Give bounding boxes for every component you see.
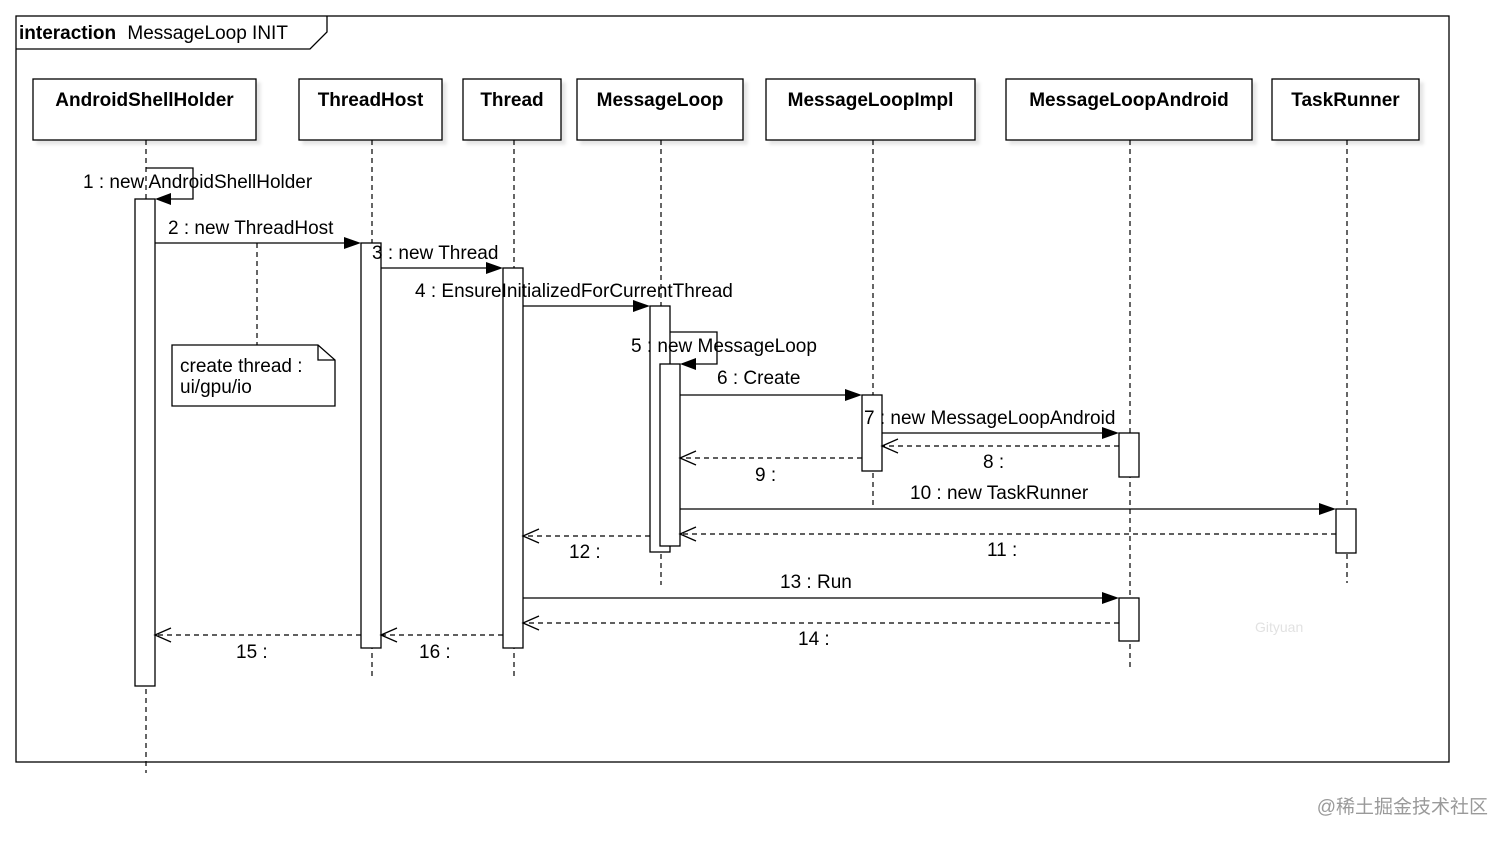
message-label: 4 : EnsureInitializedForCurrentThread bbox=[415, 281, 733, 302]
lifeline-title-taskrunner: TaskRunner bbox=[1291, 90, 1400, 111]
message-label: 1 : new AndroidShellHolder bbox=[83, 172, 313, 193]
message-label: 15 : bbox=[236, 642, 268, 663]
message-1[interactable]: 1 : new AndroidShellHolder bbox=[83, 167, 313, 205]
arrowhead-filled bbox=[155, 193, 171, 205]
arrowhead-open bbox=[678, 450, 697, 466]
frame-header: interaction MessageLoop INIT bbox=[19, 23, 288, 44]
message-9[interactable]: 9 : bbox=[678, 450, 862, 486]
arrowhead-open bbox=[880, 438, 899, 454]
message-label: 13 : Run bbox=[780, 572, 852, 593]
lifeline-box-taskrunner[interactable] bbox=[1271, 78, 1420, 141]
message-label: 16 : bbox=[419, 642, 451, 663]
note: create thread : ui/gpu/io bbox=[171, 344, 336, 407]
activation-bars bbox=[134, 198, 1357, 687]
arrowhead-open bbox=[521, 615, 540, 631]
message-label: 9 : bbox=[755, 465, 776, 486]
interaction-frame bbox=[15, 15, 1450, 763]
message-3[interactable]: 3 : new Thread bbox=[372, 243, 503, 274]
arrowhead-open bbox=[379, 627, 398, 643]
message-6[interactable]: 6 : Create bbox=[680, 368, 862, 401]
lifeline-box-thread[interactable] bbox=[462, 78, 562, 141]
lifeline-box-messageloopimpl[interactable] bbox=[765, 78, 976, 141]
message-label: 11 : bbox=[987, 540, 1017, 561]
message-label: 5 : new MessageLoop bbox=[631, 336, 817, 357]
arrowhead-filled bbox=[845, 389, 862, 401]
arrowhead-open bbox=[678, 526, 697, 542]
lifeline-title-threadhost: ThreadHost bbox=[318, 90, 424, 111]
lifeline-headers: AndroidShellHolder ThreadHost Thread Mes… bbox=[32, 78, 1420, 141]
message-11[interactable]: 11 : bbox=[678, 526, 1336, 561]
message-13[interactable]: 13 : Run bbox=[523, 572, 1119, 604]
frame-tab bbox=[16, 16, 328, 50]
arrowhead-filled bbox=[344, 237, 361, 249]
note-line-2: ui/gpu/io bbox=[180, 377, 252, 398]
message-8[interactable]: 8 : bbox=[880, 438, 1119, 473]
arrowhead-open bbox=[153, 627, 172, 643]
message-10[interactable]: 10 : new TaskRunner bbox=[680, 483, 1336, 515]
message-7[interactable]: 7 : new MessageLoopAndroid bbox=[864, 408, 1119, 439]
activation-taskrunner bbox=[1335, 508, 1357, 554]
lifeline-title-thread: Thread bbox=[480, 90, 543, 111]
arrowhead-filled bbox=[1102, 427, 1119, 439]
lifeline-title-androidshellholder: AndroidShellHolder bbox=[55, 90, 234, 111]
message-15[interactable]: 15 : bbox=[153, 627, 361, 663]
arrowhead-filled bbox=[1319, 503, 1336, 515]
message-line bbox=[670, 331, 718, 365]
message-4[interactable]: 4 : EnsureInitializedForCurrentThread bbox=[415, 281, 733, 312]
message-label: 10 : new TaskRunner bbox=[910, 483, 1089, 504]
arrowhead-filled bbox=[633, 300, 650, 312]
message-16[interactable]: 16 : bbox=[379, 627, 503, 663]
lifeline-title-messageloopimpl: MessageLoopImpl bbox=[788, 90, 954, 111]
message-14[interactable]: 14 : bbox=[521, 615, 1119, 650]
message-line bbox=[146, 167, 194, 200]
message-label: 12 : bbox=[569, 542, 601, 563]
messages: 1 : new AndroidShellHolder 2 : new Threa… bbox=[83, 167, 1336, 663]
activation-messageloopimpl bbox=[861, 394, 883, 472]
note-line-1: create thread : bbox=[180, 356, 303, 377]
frame-keyword: interaction bbox=[19, 23, 116, 44]
message-label: 7 : new MessageLoopAndroid bbox=[864, 408, 1115, 429]
frame-title: MessageLoop INIT bbox=[127, 23, 288, 44]
message-2[interactable]: 2 : new ThreadHost bbox=[155, 218, 361, 249]
message-label: 14 : bbox=[798, 629, 830, 650]
note-shape bbox=[171, 344, 336, 407]
message-label: 8 : bbox=[983, 452, 1004, 473]
lifeline-box-androidshellholder[interactable] bbox=[32, 78, 257, 141]
activation-messageloopandroid-2 bbox=[1118, 597, 1140, 642]
lifeline-title-messageloopandroid: MessageLoopAndroid bbox=[1029, 90, 1229, 111]
lifeline-box-messageloopandroid[interactable] bbox=[1005, 78, 1253, 141]
activation-messageloop-inner bbox=[659, 363, 681, 547]
message-5[interactable]: 5 : new MessageLoop bbox=[631, 331, 817, 370]
lifeline-box-threadhost[interactable] bbox=[298, 78, 443, 141]
watermark-inner: Gityuan bbox=[1255, 619, 1303, 635]
activation-messageloopandroid-1 bbox=[1118, 432, 1140, 478]
message-12[interactable]: 12 : bbox=[521, 528, 650, 563]
activation-threadhost bbox=[360, 242, 382, 649]
note-fold bbox=[317, 345, 335, 361]
arrowhead-filled bbox=[1102, 592, 1119, 604]
watermark-corner: @稀土掘金技术社区 bbox=[1317, 796, 1488, 818]
arrowhead-filled bbox=[486, 262, 503, 274]
message-label: 3 : new Thread bbox=[372, 243, 498, 264]
arrowhead-filled bbox=[680, 358, 696, 370]
message-label: 6 : Create bbox=[717, 368, 800, 389]
message-label: 2 : new ThreadHost bbox=[168, 218, 334, 239]
activation-androidshellholder bbox=[134, 198, 156, 687]
activation-thread bbox=[502, 267, 524, 649]
arrowhead-open bbox=[521, 528, 540, 544]
lifeline-title-messageloop: MessageLoop bbox=[597, 90, 724, 111]
lifeline-box-messageloop[interactable] bbox=[576, 78, 744, 141]
